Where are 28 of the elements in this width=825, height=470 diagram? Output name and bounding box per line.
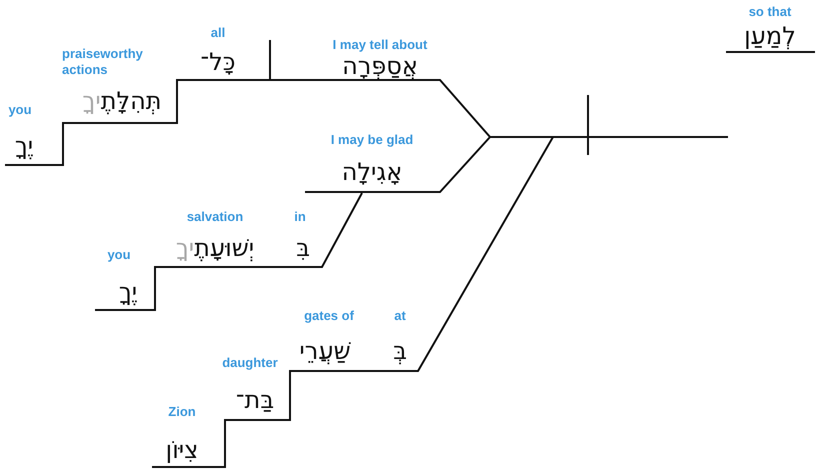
english-gloss: I may be glad: [330, 132, 414, 148]
hebrew-word: אֲסַפְּרָה: [342, 52, 418, 81]
english-gloss: daughter: [222, 355, 278, 371]
english-gloss: at: [394, 308, 406, 324]
hebrew-word: תְּהִלָּתֶ: [100, 86, 162, 116]
hebrew-word: בִּ: [296, 233, 310, 263]
hebrew-word: צִיּוֹן: [166, 435, 198, 465]
hebrew-word: כָּל־: [200, 47, 236, 77]
english-gloss: praiseworthy actions: [62, 46, 144, 78]
english-gloss: gates of: [304, 308, 354, 324]
hebrew-word: בַּת־: [236, 385, 274, 415]
english-gloss: all: [210, 25, 226, 41]
hebrew-word: יֶךָ: [14, 131, 34, 161]
english-gloss: you: [8, 102, 32, 118]
english-gloss: in: [294, 209, 306, 225]
hebrew-word: לְמַעַן: [744, 21, 796, 51]
english-gloss: you: [107, 247, 131, 263]
english-gloss: Zion: [168, 404, 196, 420]
english-gloss: salvation: [186, 209, 244, 225]
hebrew-suffix: יךָ: [176, 233, 194, 263]
hebrew-word: יְשׁוּעָתֶ: [194, 233, 254, 263]
english-gloss: I may tell about: [332, 37, 428, 53]
hebrew-word: אָגִילָה: [342, 157, 402, 187]
hebrew-word: בְּ: [393, 336, 407, 366]
hebrew-word: יֶךָ: [118, 277, 138, 307]
hebrew-suffix: יךָ: [82, 86, 101, 116]
hebrew-word: שַׁעֲרֵי: [299, 336, 351, 366]
english-gloss: so that: [748, 4, 792, 20]
